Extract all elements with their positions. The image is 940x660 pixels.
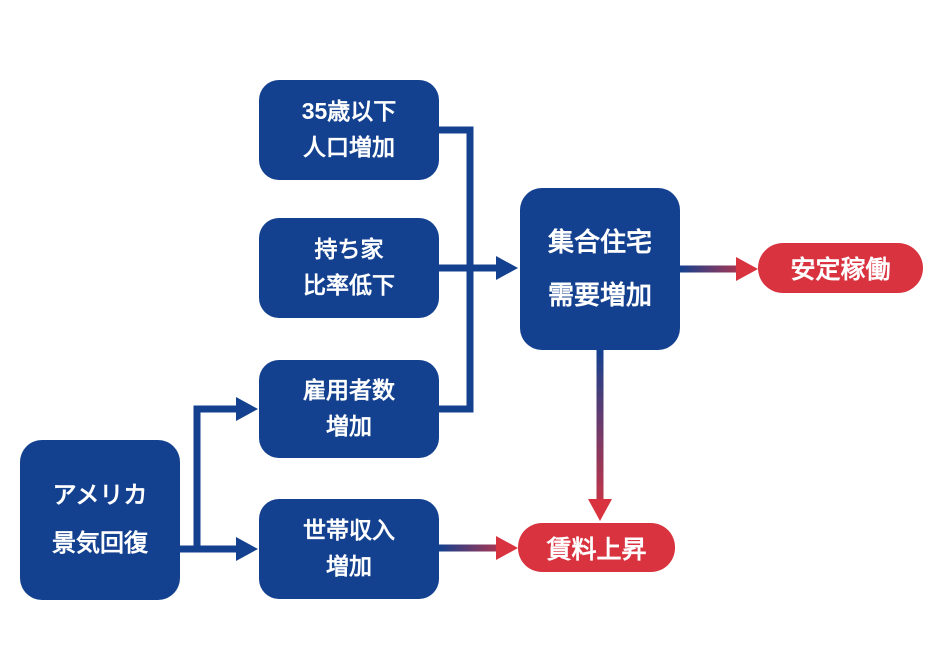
node-household-income-increase-line2: 増加: [326, 553, 372, 579]
edge-demand-to-stable-arrowhead: [736, 257, 758, 281]
edge-ownership-to-demand-arrowhead: [496, 256, 518, 280]
node-rent-increase: 賃料上昇: [518, 523, 675, 572]
node-employment-increase: 雇用者数 増加: [259, 360, 439, 458]
node-household-income-increase-line1: 世帯収入: [303, 517, 395, 544]
node-under-35-population-increase-line1: 35歳以下: [301, 98, 397, 125]
edge-us-to-income-arrowhead: [236, 537, 258, 561]
node-home-ownership-rate-decline-line2: 比率低下: [303, 272, 395, 298]
node-under-35-population-increase-line2: 人口増加: [303, 134, 395, 160]
node-us-economic-recovery-line2: 景気回復: [52, 530, 148, 557]
node-us-economic-recovery-line1: アメリカ: [52, 482, 148, 509]
node-rent-increase-label: 賃料上昇: [546, 535, 647, 564]
node-home-ownership-rate-decline: 持ち家 比率低下: [259, 218, 439, 318]
edge-us-to-employment-arrowhead: [236, 397, 258, 421]
node-employment-increase-line2: 増加: [326, 413, 372, 439]
edge-income-to-rent-arrowhead: [496, 536, 518, 560]
node-household-income-increase: 世帯収入 増加: [259, 499, 439, 599]
node-multifamily-demand-increase-line1: 集合住宅: [547, 226, 652, 257]
node-multifamily-demand-increase-line2: 需要増加: [547, 280, 652, 310]
node-employment-increase-line1: 雇用者数: [303, 377, 395, 404]
node-multifamily-demand-increase: 集合住宅 需要増加: [520, 188, 680, 350]
node-home-ownership-rate-decline-line1: 持ち家: [314, 236, 384, 263]
edge-us-to-employment-line: [193, 405, 238, 552]
node-stable-operation-label: 安定稼働: [790, 256, 891, 284]
edge-demand-to-rent-arrowhead: [588, 499, 612, 521]
node-us-economic-recovery: アメリカ 景気回復: [20, 440, 180, 600]
node-under-35-population-increase: 35歳以下 人口増加: [259, 80, 439, 180]
node-stable-operation: 安定稼働: [758, 243, 923, 293]
